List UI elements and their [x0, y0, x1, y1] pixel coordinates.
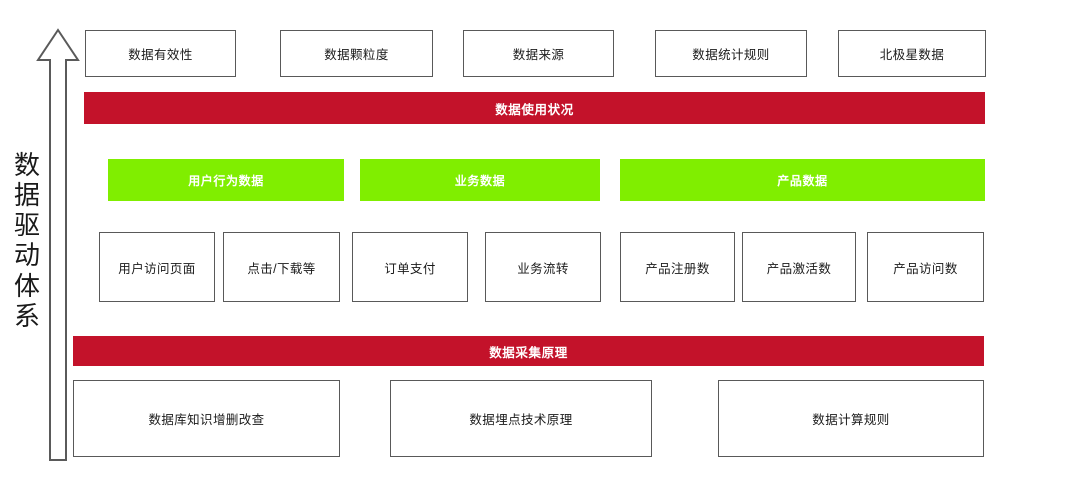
layer-box-foundation[interactable]: 数据计算规则 — [718, 380, 984, 457]
vertical-title-char: 数 — [13, 150, 40, 180]
layer-box-top-attributes[interactable]: 北极星数据 — [838, 30, 986, 77]
layer-box-data-items[interactable]: 用户访问页面 — [99, 232, 215, 302]
layer-box-data-items[interactable]: 产品访问数 — [867, 232, 984, 302]
vertical-title-char: 据 — [13, 180, 40, 211]
green-band-data-domains[interactable]: 业务数据 — [360, 159, 600, 201]
layer-box-data-items[interactable]: 业务流转 — [485, 232, 601, 302]
red-band-usage-band[interactable]: 数据使用状况 — [84, 92, 985, 124]
green-band-data-domains[interactable]: 产品数据 — [620, 159, 985, 201]
green-band-data-domains[interactable]: 用户行为数据 — [108, 159, 344, 201]
vertical-title: 数 据 驱 动 体 系 — [8, 150, 46, 331]
layer-box-data-items[interactable]: 点击/下载等 — [223, 232, 340, 302]
red-band-collection-band[interactable]: 数据采集原理 — [73, 336, 984, 366]
layer-box-top-attributes[interactable]: 数据来源 — [463, 30, 614, 77]
layer-box-top-attributes[interactable]: 数据有效性 — [85, 30, 236, 77]
layer-box-top-attributes[interactable]: 数据颗粒度 — [280, 30, 433, 77]
vertical-title-char: 驱 — [13, 210, 40, 241]
vertical-title-char: 体 — [13, 270, 40, 301]
layer-box-data-items[interactable]: 产品激活数 — [742, 232, 856, 302]
layer-box-data-items[interactable]: 产品注册数 — [620, 232, 735, 302]
vertical-title-char: 系 — [13, 300, 40, 331]
layer-box-foundation[interactable]: 数据埋点技术原理 — [390, 380, 652, 457]
layer-box-top-attributes[interactable]: 数据统计规则 — [655, 30, 807, 77]
layer-box-foundation[interactable]: 数据库知识增删改查 — [73, 380, 340, 457]
layer-box-data-items[interactable]: 订单支付 — [352, 232, 468, 302]
upward-arrow-icon — [36, 28, 80, 461]
vertical-title-char: 动 — [13, 240, 40, 271]
